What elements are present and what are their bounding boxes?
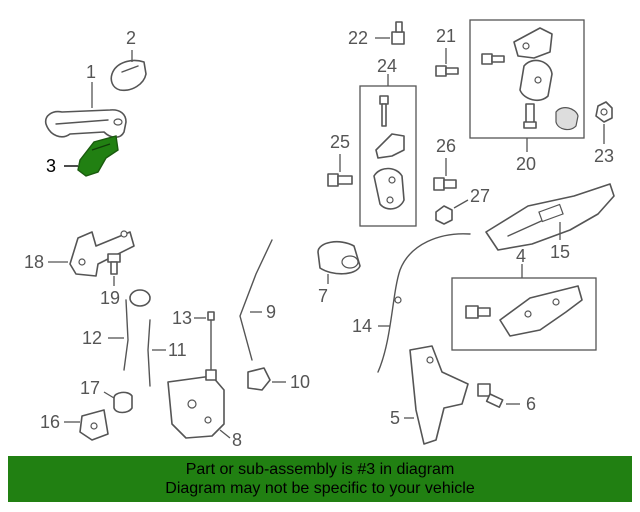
- part-23-nut[interactable]: [595, 101, 613, 123]
- part-18-door-check[interactable]: [69, 230, 135, 277]
- part-19-bolt[interactable]: [107, 253, 121, 275]
- banner-line-1: Part or sub-assembly is #3 in diagram: [185, 461, 455, 478]
- part-8-lock-actuator[interactable]: [167, 369, 225, 439]
- callout-10: 10: [290, 372, 310, 392]
- callout-27: 27: [470, 186, 490, 206]
- part-2-end-cap[interactable]: [110, 59, 147, 92]
- callout-8: 8: [232, 430, 242, 450]
- callout-11: 11: [168, 340, 187, 360]
- callout-20: 20: [516, 154, 536, 174]
- part-15-inside-handle[interactable]: [485, 183, 615, 251]
- callout-12: 12: [82, 328, 102, 348]
- callout-14: 14: [352, 316, 372, 336]
- part-21-bolt[interactable]: [435, 65, 459, 77]
- callout-23: 23: [594, 146, 614, 166]
- part-14-cable[interactable]: [377, 233, 471, 373]
- part-26-bolt[interactable]: [433, 177, 457, 191]
- callout-19: 19: [100, 288, 120, 308]
- part-6-bolt[interactable]: [477, 383, 504, 408]
- part-10-clip[interactable]: [247, 367, 271, 391]
- callout-1: 1: [86, 62, 96, 82]
- callout-16: 16: [40, 412, 60, 432]
- part-1-outside-handle[interactable]: [44, 109, 127, 139]
- callout-21: 21: [436, 26, 456, 46]
- callout-6: 6: [526, 394, 536, 414]
- callout-4: 4: [516, 246, 526, 266]
- callout-9: 9: [266, 302, 276, 322]
- part-5-latch[interactable]: [409, 345, 469, 445]
- part-24-hinge-bracket[interactable]: [373, 95, 405, 210]
- part-9-rod[interactable]: [239, 239, 273, 361]
- info-banner: Part or sub-assembly is #3 in diagram Di…: [8, 456, 632, 502]
- part-4-mechanism[interactable]: [465, 285, 583, 337]
- part-22-bolt[interactable]: [391, 21, 405, 45]
- part-7-lock-cylinder[interactable]: [317, 240, 361, 275]
- part-12-rod[interactable]: [123, 289, 151, 371]
- parts-diagram: 1 2 3 24 22 21: [24, 19, 615, 450]
- part-16-striker[interactable]: [79, 409, 109, 441]
- callout-5: 5: [390, 408, 400, 428]
- callout-25: 25: [330, 132, 350, 152]
- banner-line-2: Diagram may not be specific to your vehi…: [165, 480, 475, 497]
- callout-7: 7: [318, 286, 328, 306]
- callout-24: 24: [377, 56, 397, 76]
- callout-15: 15: [550, 242, 570, 262]
- part-25-bolt[interactable]: [327, 173, 353, 187]
- callout-3: 3: [46, 156, 56, 176]
- callout-22: 22: [348, 28, 368, 48]
- callout-2: 2: [126, 28, 136, 48]
- callout-13: 13: [172, 308, 192, 328]
- part-20-hinge[interactable]: [481, 27, 579, 131]
- part-17-bumper[interactable]: [113, 391, 133, 414]
- callout-17: 17: [80, 378, 100, 398]
- part-27-nut[interactable]: [435, 205, 453, 225]
- callout-18: 18: [24, 252, 44, 272]
- group-box-4: [451, 277, 597, 351]
- part-11-rod[interactable]: [147, 319, 151, 387]
- callout-26: 26: [436, 136, 456, 156]
- part-3-highlighted[interactable]: [77, 135, 119, 177]
